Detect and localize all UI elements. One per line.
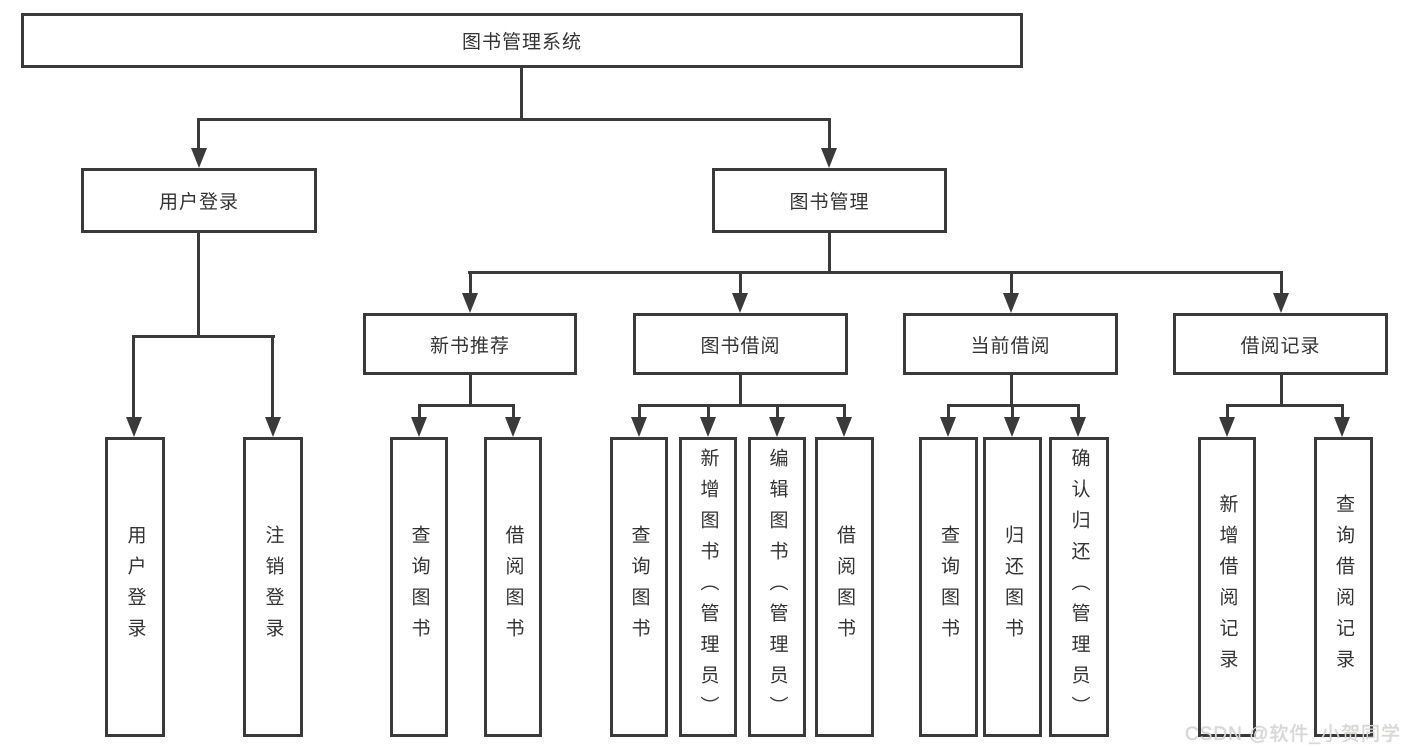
arrow-down-icon [1334, 417, 1350, 437]
arrow-down-icon [411, 417, 427, 437]
node-label: 新增借阅记录 [1216, 494, 1238, 680]
connector-line [469, 271, 472, 295]
arrow-down-icon [940, 417, 956, 437]
leaf-user-login: 用户登录 [105, 437, 165, 737]
arrow-down-icon [769, 417, 785, 437]
node-label: 编辑图书（管理员） [766, 447, 788, 727]
node-book-management: 图书管理 [712, 168, 947, 233]
node-label: 查询图书 [408, 525, 430, 649]
node-borrow-records: 借阅记录 [1173, 313, 1388, 375]
node-label: 新书推荐 [429, 335, 510, 357]
node-label: 查询图书 [938, 525, 959, 649]
arrow-down-icon [1003, 293, 1019, 313]
arrow-down-icon [505, 417, 521, 437]
node-label: 注销登录 [262, 525, 284, 649]
leaf-return-books: 归还图书 [983, 437, 1042, 737]
connector-line [520, 68, 523, 120]
arrow-down-icon [1070, 417, 1086, 437]
node-label: 新增图书（管理员） [697, 447, 719, 727]
connector-line [132, 335, 275, 338]
node-label: 查询图书 [628, 525, 650, 649]
connector-line [418, 404, 421, 419]
node-label: 借阅记录 [1240, 335, 1321, 357]
leaf-borrow-query-books: 查询图书 [610, 437, 668, 737]
connector-line [739, 271, 742, 295]
connector-line [828, 233, 831, 273]
node-label: 图书管理系统 [461, 32, 582, 53]
node-user-login: 用户登录 [81, 168, 317, 233]
leaf-add-borrow-record: 新增借阅记录 [1198, 437, 1256, 737]
connector-line [197, 118, 831, 121]
leaf-recommend-query-books: 查询图书 [390, 437, 448, 737]
arrow-down-icon [462, 293, 478, 313]
arrow-down-icon [700, 417, 716, 437]
connector-line [271, 335, 274, 419]
connector-line [1011, 404, 1014, 419]
arrow-down-icon [732, 293, 748, 313]
node-book-borrow: 图书借阅 [633, 313, 848, 375]
leaf-recommend-borrow-books: 借阅图书 [484, 437, 542, 737]
connector-line [1010, 375, 1013, 406]
arrow-down-icon [1219, 417, 1235, 437]
node-label: 归还图书 [1002, 525, 1023, 649]
connector-line [739, 375, 742, 406]
connector-line [469, 375, 472, 406]
connector-line [1341, 404, 1344, 419]
connector-line [197, 233, 200, 337]
connector-line [132, 335, 135, 419]
connector-line [638, 404, 846, 407]
csdn-watermark: CSDN @软件_小贺同学 [1185, 724, 1401, 745]
connector-line [1226, 404, 1229, 419]
connector-line [1280, 271, 1283, 295]
node-label: 图书管理 [789, 192, 870, 213]
leaf-logout: 注销登录 [243, 437, 303, 737]
node-label: 图书借阅 [700, 335, 781, 357]
connector-line [1226, 404, 1344, 407]
arrow-down-icon [836, 417, 852, 437]
connector-line [197, 118, 200, 150]
connector-line [512, 404, 515, 419]
node-root-system: 图书管理系统 [21, 13, 1023, 68]
connector-line [947, 404, 950, 419]
leaf-add-books-admin: 新增图书（管理员） [679, 437, 737, 737]
arrow-down-icon [631, 417, 647, 437]
connector-line [1280, 375, 1283, 406]
arrow-down-icon [126, 417, 142, 437]
leaf-current-query-books: 查询图书 [919, 437, 978, 737]
arrow-down-icon [265, 417, 281, 437]
connector-line [776, 404, 779, 419]
connector-line [843, 404, 846, 419]
arrow-down-icon [1004, 417, 1020, 437]
connector-line [828, 118, 831, 150]
node-current-borrow: 当前借阅 [903, 313, 1118, 375]
connector-line [707, 404, 710, 419]
arrow-down-icon [1273, 293, 1289, 313]
node-label: 确认归还（管理员） [1068, 447, 1090, 727]
leaf-query-borrow-record: 查询借阅记录 [1314, 437, 1373, 737]
node-label: 用户登录 [158, 192, 239, 213]
node-new-book-recommend: 新书推荐 [363, 313, 577, 375]
connector-line [418, 404, 515, 407]
node-label: 当前借阅 [970, 335, 1051, 357]
leaf-edit-books-admin: 编辑图书（管理员） [748, 437, 806, 737]
leaf-borrow-books: 借阅图书 [815, 437, 874, 737]
connector-line [1010, 271, 1013, 295]
leaf-confirm-return-admin: 确认归还（管理员） [1049, 437, 1109, 737]
connector-line [638, 404, 641, 419]
node-label: 借阅图书 [502, 525, 524, 649]
connector-line [1077, 404, 1080, 419]
node-label: 用户登录 [124, 525, 146, 649]
arrow-down-icon [821, 148, 837, 168]
connector-line [468, 271, 1282, 274]
arrow-down-icon [191, 148, 207, 168]
node-label: 借阅图书 [834, 525, 855, 649]
node-label: 查询借阅记录 [1333, 494, 1354, 680]
